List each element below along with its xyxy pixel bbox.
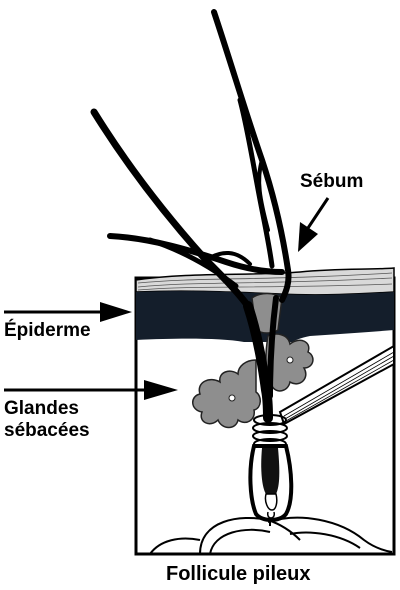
label-follicule-pileux: Follicule pileux [166,563,311,585]
epiderme-arrow [4,302,132,322]
corneum-stripes [137,272,393,291]
sebum-arrow [298,197,330,252]
hair-shafts [90,9,292,423]
sebaceous-glands [192,292,314,429]
label-sebum: Sébum [300,171,364,192]
glandes-arrow [4,380,178,400]
label-epiderme: Épiderme [4,320,91,341]
label-glandes-line1: Glandes [4,398,79,419]
arrows [4,197,330,400]
gland-left [192,359,261,429]
hair-follicle [248,414,294,526]
label-glandes-line2: sébacées [4,420,90,441]
arrector-pili-muscle [278,344,395,426]
label-glandes-sebacees: Glandes sébacées [4,398,90,442]
